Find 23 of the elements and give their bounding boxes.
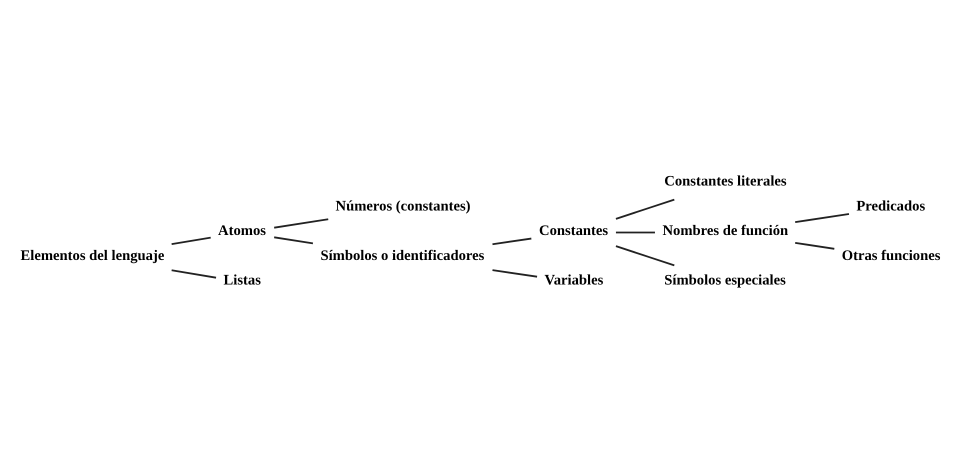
node-text: Variables (544, 272, 604, 288)
connector (795, 213, 850, 223)
connector (616, 198, 675, 220)
connector (616, 232, 655, 234)
node-text: Listas (224, 272, 261, 288)
connector (171, 269, 216, 279)
connector (492, 269, 538, 278)
connector (795, 242, 834, 250)
node-text: Atomos (218, 223, 266, 240)
node-text: Símbolos o identificadores (320, 248, 484, 264)
node-text: Símbolos especiales (664, 272, 786, 288)
connector (171, 236, 211, 246)
connector (274, 218, 328, 229)
node-text: Predicados (856, 198, 926, 214)
node-text: Constantes (539, 223, 608, 240)
connector (616, 245, 675, 266)
node-text: Constantes literales (664, 174, 787, 190)
node-text: Otras funciones (842, 248, 940, 264)
node-text: Nombres de función (662, 223, 788, 240)
node-text: Números (constantes) (336, 198, 471, 214)
connector (274, 236, 314, 244)
node-text: Elementos del lenguaje (20, 248, 164, 264)
connector (492, 238, 532, 246)
